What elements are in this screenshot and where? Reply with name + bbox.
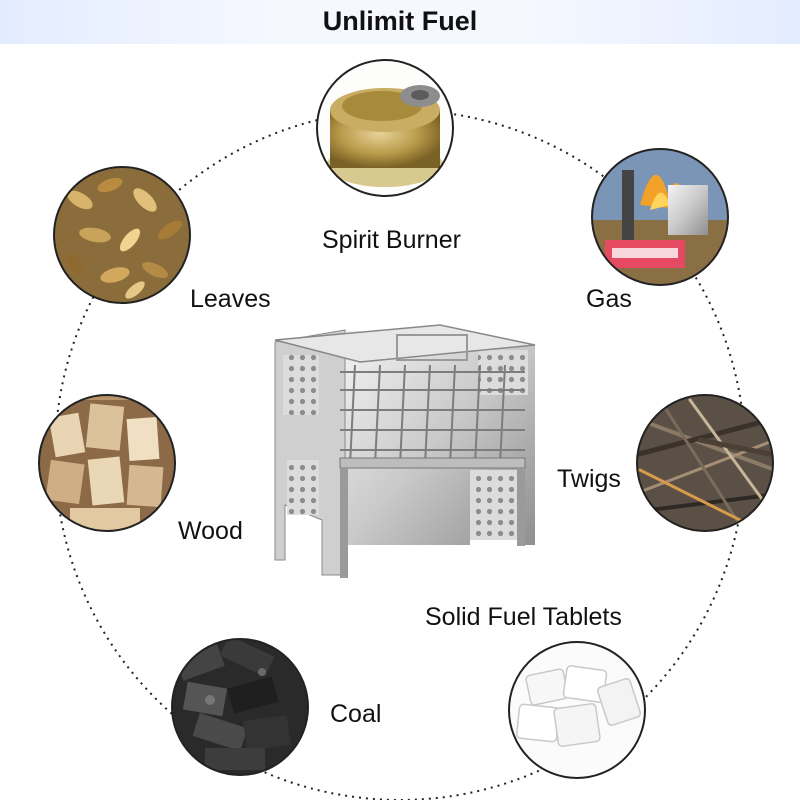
- page-title: Unlimit Fuel: [322, 6, 478, 36]
- label-coal: Coal: [330, 700, 382, 728]
- title-banner: Unlimit Fuel: [0, 0, 800, 44]
- twigs-photo: [636, 394, 774, 532]
- label-twigs: Twigs: [557, 465, 621, 493]
- spirit-burner-photo: [316, 59, 454, 197]
- gas-canister-photo: [591, 148, 729, 286]
- fuel-tablets-photo: [508, 641, 646, 779]
- label-gas: Gas: [586, 285, 632, 313]
- leaves-photo: [53, 166, 191, 304]
- label-spirit-burner: Spirit Burner: [322, 226, 461, 254]
- folding-stove-photo: [274, 324, 536, 578]
- coal-photo: [171, 638, 309, 776]
- label-solid-fuel-tablets: Solid Fuel Tablets: [425, 603, 622, 631]
- label-wood: Wood: [178, 517, 243, 545]
- wood-photo: [38, 394, 176, 532]
- label-leaves: Leaves: [190, 285, 271, 313]
